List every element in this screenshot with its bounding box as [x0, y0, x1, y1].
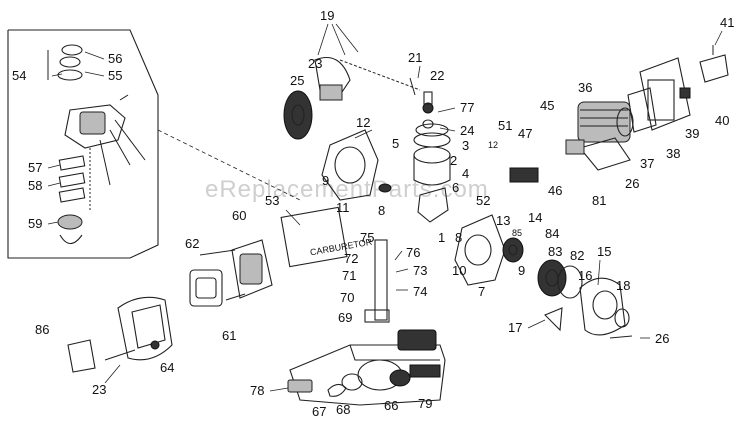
part-label-8-upper: 8 — [378, 203, 385, 218]
flywheel-assembly — [283, 56, 421, 140]
part-label-72: 72 — [344, 251, 358, 266]
part-label-23-bottom: 23 — [92, 382, 106, 397]
part-label-9-lower: 9 — [518, 263, 525, 278]
part-label-38: 38 — [666, 146, 680, 161]
part-label-54: 54 — [12, 68, 26, 83]
part-label-81: 81 — [592, 193, 606, 208]
carburetor-detail-box — [7, 29, 301, 259]
part-label-68: 68 — [336, 402, 350, 417]
part-label-4: 4 — [462, 166, 469, 181]
part-label-12: 12 — [356, 115, 370, 130]
part-label-45: 45 — [540, 98, 554, 113]
part-label-37: 37 — [640, 156, 654, 171]
part-label-67: 67 — [312, 404, 326, 419]
part-label-56: 56 — [108, 51, 122, 66]
leader-lines — [47, 23, 723, 392]
part-label-11: 11 — [336, 200, 350, 215]
air-cleaner-cover — [67, 296, 173, 373]
part-label-15: 15 — [597, 244, 611, 259]
part-label-5: 5 — [392, 136, 399, 151]
part-label-13: 13 — [496, 213, 510, 228]
part-label-7: 7 — [478, 284, 485, 299]
cylinder — [509, 101, 634, 183]
crankcase-assembly — [321, 129, 524, 286]
part-label-64: 64 — [160, 360, 174, 375]
part-label-8-lower: 8 — [455, 230, 462, 245]
part-label-82: 82 — [570, 248, 584, 263]
part-label-76: 76 — [406, 245, 420, 260]
part-label-58: 58 — [28, 178, 42, 193]
part-label-46: 46 — [548, 183, 562, 198]
part-label-21: 21 — [408, 50, 422, 65]
part-label-24: 24 — [460, 123, 474, 138]
part-label-9-upper: 9 — [322, 173, 329, 188]
starter-assembly — [537, 259, 633, 339]
part-label-77: 77 — [460, 100, 474, 115]
part-label-51: 51 — [498, 118, 512, 133]
part-label-86: 86 — [35, 322, 49, 337]
part-label-26-lower: 26 — [655, 331, 669, 346]
part-label-78: 78 — [250, 383, 264, 398]
part-label-18: 18 — [616, 278, 630, 293]
part-label-10: 10 — [452, 263, 466, 278]
intake-group: CARBURETOR — [189, 206, 373, 307]
part-label-36: 36 — [578, 80, 592, 95]
part-label-23-top: 23 — [308, 56, 322, 71]
part-label-57: 57 — [28, 160, 42, 175]
part-label-60: 60 — [232, 208, 246, 223]
part-label-22: 22 — [430, 68, 444, 83]
part-label-74: 74 — [413, 284, 427, 299]
part-label-1: 1 — [438, 230, 445, 245]
part-label-84: 84 — [545, 226, 559, 241]
part-label-83: 83 — [548, 244, 562, 259]
part-label-6: 6 — [452, 180, 459, 195]
part-label-53: 53 — [265, 193, 279, 208]
part-label-61: 61 — [222, 328, 236, 343]
part-label-52: 52 — [476, 193, 490, 208]
part-label-62: 62 — [185, 236, 199, 251]
part-label-79: 79 — [418, 396, 432, 411]
part-label-47: 47 — [518, 126, 532, 141]
part-label-17: 17 — [508, 320, 522, 335]
part-label-14: 14 — [528, 210, 542, 225]
part-label-70: 70 — [340, 290, 354, 305]
part-label-85: 85 — [512, 228, 522, 238]
part-label-69: 69 — [338, 310, 352, 325]
part-label-3: 3 — [462, 138, 469, 153]
part-label-39: 39 — [685, 126, 699, 141]
part-label-71: 71 — [342, 268, 356, 283]
part-label-55: 55 — [108, 68, 122, 83]
part-label-26-upper: 26 — [625, 176, 639, 191]
muffler — [627, 45, 729, 133]
part-label-73: 73 — [413, 263, 427, 278]
part-label-40: 40 — [715, 113, 729, 128]
part-label-66: 66 — [384, 398, 398, 413]
part-label-25: 25 — [290, 73, 304, 88]
part-label-19: 19 — [320, 8, 334, 23]
part-label-59: 59 — [28, 216, 42, 231]
part-label-12-small: 12 — [488, 140, 498, 150]
part-label-16: 16 — [578, 268, 592, 283]
part-labels: 19 41 56 54 55 23 25 21 22 36 77 12 24 4… — [12, 8, 734, 419]
part-label-2: 2 — [450, 153, 457, 168]
part-label-75: 75 — [360, 230, 374, 245]
part-label-41: 41 — [720, 15, 734, 30]
fuel-tank-frame — [287, 239, 446, 406]
